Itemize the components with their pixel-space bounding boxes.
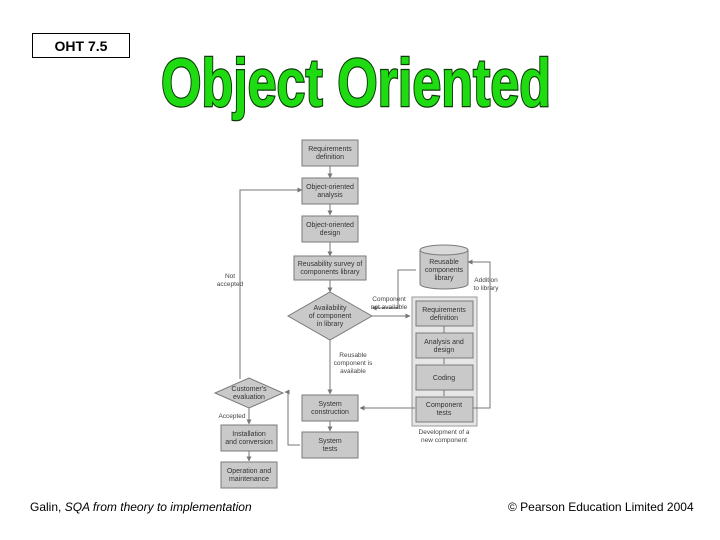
note-reusable-component-available: Reusable component is available xyxy=(334,352,373,375)
svg-text:Object-oriented: Object-oriented xyxy=(306,222,354,229)
svg-text:accepted: accepted xyxy=(217,281,244,288)
note-addition-to-library: Addition to library xyxy=(474,277,500,292)
node-reusability-survey: Reusability survey of components library xyxy=(293,255,367,281)
svg-text:Reusability survey of: Reusability survey of xyxy=(298,261,363,268)
node-component-coding: Coding xyxy=(415,364,474,391)
svg-text:Addition: Addition xyxy=(474,277,498,284)
footer-citation: Galin, SQA from theory to implementation xyxy=(30,500,252,514)
svg-text:in library: in library xyxy=(317,321,344,328)
svg-text:Component: Component xyxy=(426,402,462,409)
slide-title-text: Object Oriented xyxy=(161,45,551,121)
svg-text:Requirements: Requirements xyxy=(422,307,466,314)
svg-text:Analysis and: Analysis and xyxy=(424,339,464,346)
svg-text:construction: construction xyxy=(311,409,349,416)
svg-text:Installation: Installation xyxy=(232,431,266,438)
svg-text:Reusable: Reusable xyxy=(339,352,367,359)
svg-text:new component: new component xyxy=(421,437,467,444)
node-component-requirements: Requirements definition xyxy=(415,300,474,327)
slide-number-badge: OHT 7.5 xyxy=(32,33,130,58)
node-customer-evaluation: Customer's evaluation xyxy=(213,377,285,409)
svg-text:Availability: Availability xyxy=(314,305,347,312)
svg-text:tests: tests xyxy=(437,410,452,417)
svg-text:components: components xyxy=(425,267,464,274)
node-system-tests: System tests xyxy=(301,431,359,459)
svg-text:System: System xyxy=(318,401,342,408)
svg-text:of component: of component xyxy=(309,313,351,320)
svg-text:component is: component is xyxy=(334,360,373,367)
node-oo-analysis: Object-oriented analysis xyxy=(301,177,359,205)
svg-text:Coding: Coding xyxy=(433,375,455,382)
svg-text:not available: not available xyxy=(371,304,408,311)
slide-title: Object Oriented xyxy=(160,44,552,123)
svg-text:to library: to library xyxy=(474,285,500,292)
svg-text:Object-oriented: Object-oriented xyxy=(306,184,354,191)
svg-text:library: library xyxy=(434,275,454,282)
footer-copyright: © Pearson Education Limited 2004 xyxy=(508,500,694,514)
node-availability-decision: Availability of component in library xyxy=(286,291,374,341)
note-component-not-available: Component not available xyxy=(371,296,408,311)
svg-text:Development of a: Development of a xyxy=(419,429,470,436)
svg-text:design: design xyxy=(320,230,341,237)
node-requirements-definition: Requirements definition xyxy=(301,139,359,167)
note-development-new-component: Development of a new component xyxy=(419,429,470,444)
svg-text:evaluation: evaluation xyxy=(233,394,265,401)
svg-text:Component: Component xyxy=(372,296,406,303)
svg-text:definition: definition xyxy=(316,154,344,161)
node-component-analysis-design: Analysis and design xyxy=(415,332,474,359)
svg-text:Operation and: Operation and xyxy=(227,468,271,475)
note-not-accepted: Not accepted xyxy=(217,273,244,288)
node-system-construction: System construction xyxy=(301,394,359,422)
svg-text:Reusable: Reusable xyxy=(429,259,459,266)
footer-book-title: SQA from theory to implementation xyxy=(64,500,252,514)
svg-text:maintenance: maintenance xyxy=(229,476,269,483)
svg-text:and conversion: and conversion xyxy=(225,439,273,446)
footer-author: Galin, xyxy=(30,500,65,514)
svg-text:definition: definition xyxy=(430,315,458,322)
svg-text:tests: tests xyxy=(323,446,338,453)
svg-text:System: System xyxy=(318,438,342,445)
svg-text:Not: Not xyxy=(225,273,235,280)
svg-text:available: available xyxy=(340,368,366,375)
svg-text:Customer's: Customer's xyxy=(231,386,267,393)
node-operation-maintenance: Operation and maintenance xyxy=(220,461,278,489)
node-oo-design: Object-oriented design xyxy=(301,215,359,243)
svg-text:design: design xyxy=(434,347,455,354)
node-reusable-components-library: Reusable components library xyxy=(419,244,469,290)
svg-text:analysis: analysis xyxy=(317,192,343,199)
node-installation: Installation and conversion xyxy=(220,424,278,452)
node-component-tests: Component tests xyxy=(415,396,474,423)
flow-connectors xyxy=(239,166,491,462)
note-accepted: Accepted xyxy=(218,413,245,420)
svg-text:Requirements: Requirements xyxy=(308,146,352,153)
svg-text:components library: components library xyxy=(300,269,360,276)
